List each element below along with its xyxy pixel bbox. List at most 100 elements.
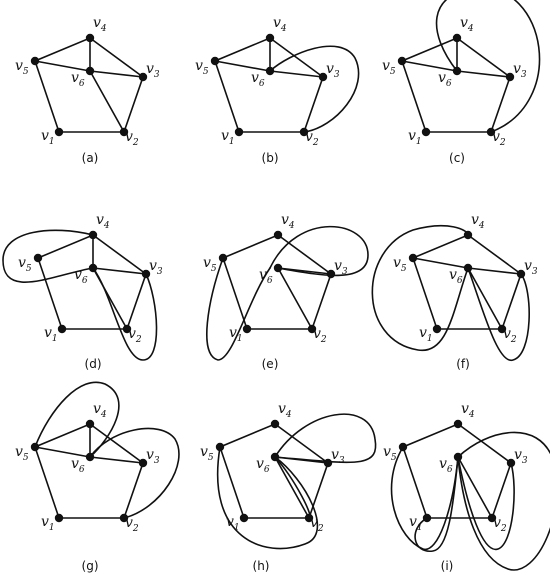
vertex-label-v3: v3 xyxy=(524,258,538,277)
vertex-label-v6: v6 xyxy=(449,267,463,286)
vertex-letter: v xyxy=(18,255,26,271)
edge-9-5 xyxy=(390,446,459,550)
vertex-label-v2: v2 xyxy=(305,129,319,148)
vertex-v2 xyxy=(299,127,309,137)
edge-5-4 xyxy=(269,225,369,277)
edge-8-5 xyxy=(216,446,319,550)
vertex-v3 xyxy=(516,269,526,279)
vertex-index: 3 xyxy=(154,70,160,80)
vertex-index: 1 xyxy=(416,137,422,147)
vertex-v3 xyxy=(138,72,148,82)
vertex-v6 xyxy=(452,66,462,76)
vertex-label-v6: v6 xyxy=(74,267,88,286)
vertex-v6 xyxy=(88,263,98,273)
vertex-letter: v xyxy=(383,444,391,460)
vertex-label-v6: v6 xyxy=(439,456,453,475)
vertex-v5 xyxy=(30,56,40,66)
vertex-v4 xyxy=(85,419,95,429)
vertex-label-v5: v5 xyxy=(393,255,407,274)
vertex-label-v4: v4 xyxy=(273,15,287,34)
vertex-index: 4 xyxy=(103,221,110,231)
vertex-label-v1: v1 xyxy=(41,128,55,147)
edge-4-6 xyxy=(92,267,158,361)
edge-1-4 xyxy=(89,70,144,78)
vertex-label-v3: v3 xyxy=(149,258,163,277)
vertex-label-v5: v5 xyxy=(200,444,214,463)
vertex-index: 6 xyxy=(457,276,463,286)
vertex-label-v3: v3 xyxy=(146,447,160,466)
vertex-label-v3: v3 xyxy=(326,61,340,80)
edge-1-1 xyxy=(34,37,144,133)
edge-8-4 xyxy=(274,413,377,464)
vertex-letter: v xyxy=(393,255,401,271)
vertex-index: 3 xyxy=(342,267,348,277)
vertex-v3 xyxy=(138,458,148,468)
vertex-label-v5: v5 xyxy=(15,58,29,77)
vertex-label-v2: v2 xyxy=(125,129,139,148)
edge-5-5 xyxy=(206,257,271,361)
vertex-v5 xyxy=(397,56,407,66)
vertex-letter: v xyxy=(203,255,211,271)
vertex-v2 xyxy=(119,127,129,137)
edge-7-6 xyxy=(89,427,180,519)
vertex-letter: v xyxy=(513,61,521,77)
vertex-letter: v xyxy=(221,128,229,144)
vertex-label-v1: v1 xyxy=(419,325,433,344)
vertex-letter: v xyxy=(438,70,446,86)
vertex-v2 xyxy=(122,324,132,334)
vertex-letter: v xyxy=(449,267,457,283)
vertex-label-v1: v1 xyxy=(408,128,422,147)
vertex-index: 6 xyxy=(264,465,270,475)
vertex-letter: v xyxy=(382,58,390,74)
vertex-letter: v xyxy=(331,447,339,463)
vertex-letter: v xyxy=(93,401,101,417)
vertex-index: 3 xyxy=(157,267,163,277)
vertex-label-v4: v4 xyxy=(281,212,295,231)
vertex-v2 xyxy=(487,513,497,523)
vertex-letter: v xyxy=(492,129,500,145)
vertex-index: 4 xyxy=(280,24,287,34)
vertex-index: 1 xyxy=(52,334,58,344)
vertex-label-v2: v2 xyxy=(310,515,324,534)
vertex-v5 xyxy=(215,442,225,452)
vertex-index: 3 xyxy=(532,267,538,277)
vertex-index: 3 xyxy=(339,456,345,466)
vertex-index: 2 xyxy=(312,138,319,148)
edge-6-4 xyxy=(467,267,503,330)
vertex-letter: v xyxy=(503,326,511,342)
edge-4-3 xyxy=(92,267,147,275)
vertex-letter: v xyxy=(439,456,447,472)
vertex-label-v6: v6 xyxy=(71,70,85,89)
edge-6-3 xyxy=(467,267,522,275)
vertex-index: 6 xyxy=(267,276,273,286)
vertex-label-v3: v3 xyxy=(514,447,528,466)
vertex-v4 xyxy=(463,230,473,240)
vertex-v1 xyxy=(54,513,64,523)
vertex-label-v6: v6 xyxy=(251,70,265,89)
vertex-letter: v xyxy=(44,325,52,341)
vertex-v6 xyxy=(85,452,95,462)
vertex-index: 6 xyxy=(79,79,85,89)
vertex-index: 6 xyxy=(82,276,88,286)
edge-9-4 xyxy=(457,456,515,550)
vertex-v4 xyxy=(453,419,463,429)
vertex-index: 6 xyxy=(446,79,452,89)
vertex-index: 5 xyxy=(208,453,214,463)
vertex-letter: v xyxy=(514,447,522,463)
vertex-letter: v xyxy=(41,128,49,144)
vertex-label-v5: v5 xyxy=(195,58,209,77)
edge-8-1 xyxy=(219,423,329,519)
vertex-v5 xyxy=(33,253,43,263)
vertex-v4 xyxy=(88,230,98,240)
vertex-v2 xyxy=(486,127,496,137)
vertex-letter: v xyxy=(149,258,157,274)
vertex-label-v2: v2 xyxy=(492,129,506,148)
panel-caption: (d) xyxy=(85,357,102,371)
vertex-v3 xyxy=(318,72,328,82)
vertex-label-v4: v4 xyxy=(93,15,107,34)
panel-caption: (c) xyxy=(449,151,465,165)
vertex-v2 xyxy=(497,324,507,334)
